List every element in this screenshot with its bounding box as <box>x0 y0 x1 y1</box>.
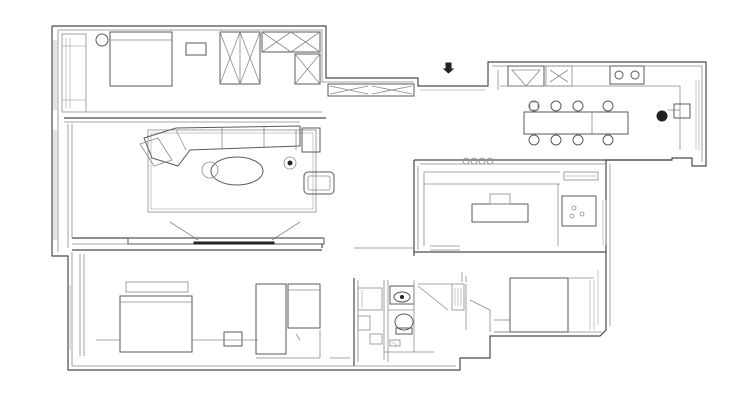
bedroom-2 <box>96 278 355 366</box>
bathroom <box>357 272 467 362</box>
bed-icon <box>109 31 173 87</box>
dining-table-icon <box>523 100 629 146</box>
master-bedroom <box>61 31 326 123</box>
tv-unit-icon <box>127 221 325 245</box>
sink-icon <box>389 285 415 305</box>
toilet-icon <box>394 313 414 335</box>
stove-icon <box>609 65 645 85</box>
coffee-table-icon <box>201 156 297 186</box>
sofa-icon <box>139 125 301 167</box>
plant-icon <box>462 157 494 165</box>
nightstand-icon <box>223 331 243 347</box>
sink-icon <box>656 103 691 122</box>
corridor-cabinet <box>327 83 415 97</box>
entrance-arrow-icon <box>442 62 455 74</box>
corridor <box>72 244 414 356</box>
fridge-icon <box>507 65 545 87</box>
lamp-icon <box>95 33 109 47</box>
living-room <box>67 124 335 248</box>
bedroom-3 <box>465 277 595 333</box>
wardrobe-icon <box>219 31 321 85</box>
dining-area <box>414 100 672 165</box>
kitchen <box>497 65 691 150</box>
side-table-icon <box>301 127 321 153</box>
study <box>413 160 606 256</box>
nightstand-icon <box>185 42 207 56</box>
bed-icon <box>509 277 569 333</box>
desk-icon <box>471 193 529 223</box>
windows <box>53 40 700 350</box>
armchair-icon <box>303 171 335 195</box>
bed-icon <box>119 295 193 353</box>
outer-walls <box>51 25 707 371</box>
wardrobe-icon <box>255 283 321 355</box>
cabinet-icon <box>561 195 597 227</box>
